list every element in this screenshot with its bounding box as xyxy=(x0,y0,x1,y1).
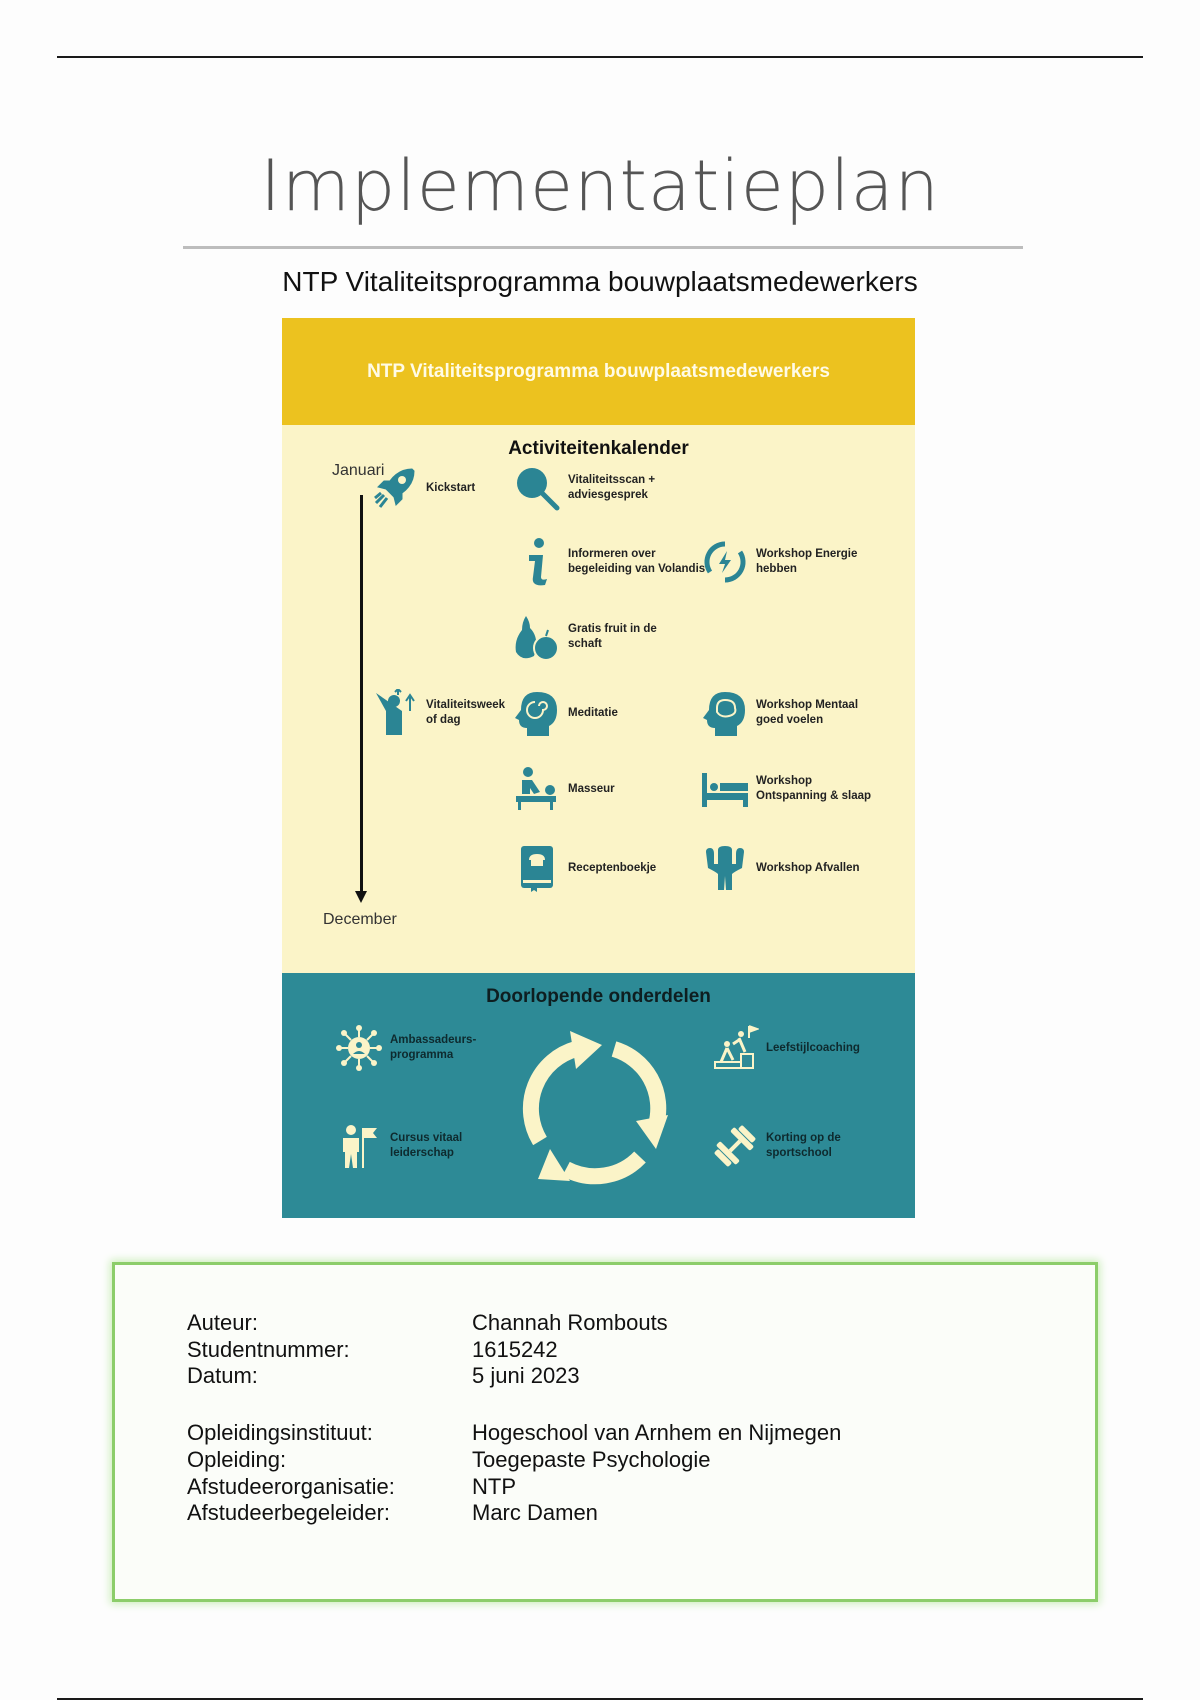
header-rule xyxy=(57,56,1143,58)
continuous-components: Doorlopende onderdelen Ambassadeurs- pro… xyxy=(282,973,915,1218)
item-ambassador-program: Ambassadeurs- programma xyxy=(334,1023,476,1073)
activity-label: Kickstart xyxy=(426,481,476,494)
item-label: Korting op de sportschool xyxy=(766,1132,841,1159)
cycle-arrows-icon xyxy=(522,1031,668,1185)
massage-icon xyxy=(512,764,562,814)
activity-free-fruit: Gratis fruit in de schaft xyxy=(512,612,657,662)
meta-value: Hogeschool van Arnhem en Nijmegen xyxy=(472,1420,842,1445)
item-label: Ambassadeurs- programma xyxy=(390,1034,477,1061)
meditation-head-icon xyxy=(512,688,562,738)
magnifier-icon xyxy=(512,463,562,513)
author-info-box: Auteur: Channah Rombouts Studentnummer: … xyxy=(112,1262,1098,1602)
activity-label: Vitaliteitsweek of dag xyxy=(426,699,506,726)
document-subtitle: NTP Vitaliteitsprogramma bouwplaatsmedew… xyxy=(282,266,918,297)
activity-workshop-weight-loss: Workshop Afvallen xyxy=(700,843,860,893)
document-title: Implementatieplan xyxy=(260,145,940,227)
meta-value: Marc Damen xyxy=(472,1500,598,1525)
info-icon xyxy=(512,537,562,587)
body-weight-icon xyxy=(700,843,750,893)
activity-label: Workshop Afvallen xyxy=(756,861,860,874)
end-month: December xyxy=(323,911,397,928)
fruit-icon xyxy=(512,612,562,662)
activity-calendar: Activiteitenkalender Januari December Ki… xyxy=(282,425,915,973)
meta-value: 5 juni 2023 xyxy=(472,1363,580,1388)
bed-icon xyxy=(700,764,750,814)
start-month: Januari xyxy=(332,462,385,479)
activity-label: Meditatie xyxy=(568,706,618,719)
energy-cycle-icon xyxy=(700,537,750,587)
title-underline xyxy=(183,246,1023,249)
continuous-title: Doorlopende onderdelen xyxy=(486,986,711,1007)
activity-vitality-scan: Vitaliteitsscan + adviesgesprek xyxy=(512,463,655,513)
meta-key: Studentnummer: xyxy=(187,1337,350,1362)
activity-meditation: Meditatie xyxy=(512,688,618,738)
coaching-climb-icon xyxy=(710,1023,760,1073)
activity-workshop-sleep: Workshop Ontspanning & slaap xyxy=(700,764,871,814)
dumbbell-icon xyxy=(710,1121,760,1171)
meta-value: NTP xyxy=(472,1474,516,1499)
activity-vitality-week: Vitaliteitsweek of dag xyxy=(370,688,505,738)
activity-masseur: Masseur xyxy=(512,764,615,814)
activity-label: Workshop Energie hebben xyxy=(756,548,858,575)
meta-key: Afstudeerbegeleider: xyxy=(187,1500,391,1525)
item-gym-discount: Korting op de sportschool xyxy=(710,1121,841,1171)
activity-label: Workshop Ontspanning & slaap xyxy=(756,775,872,802)
leader-flag-icon xyxy=(334,1121,384,1171)
activity-workshop-mental: Workshop Mentaal goed voelen xyxy=(700,688,858,738)
activity-workshop-energy: Workshop Energie hebben xyxy=(700,537,857,587)
activity-kickstart: Kickstart xyxy=(370,463,475,513)
meta-key: Datum: xyxy=(187,1363,258,1388)
meta-key: Afstudeerorganisatie: xyxy=(187,1474,395,1499)
activity-label: Gratis fruit in de schaft xyxy=(568,623,657,650)
activity-label: Vitaliteitsscan + adviesgesprek xyxy=(568,474,656,501)
rocket-icon xyxy=(370,463,420,513)
activity-label: Workshop Mentaal goed voelen xyxy=(756,699,859,726)
footer-rule xyxy=(57,1698,1143,1700)
cheering-person-icon xyxy=(370,688,420,738)
activity-label: Informeren over begeleiding van Volandis xyxy=(568,548,706,575)
timeline-line xyxy=(360,495,363,895)
meta-key: Opleiding: xyxy=(187,1447,287,1472)
meta-value: 1615242 xyxy=(472,1337,558,1362)
item-lifestyle-coaching: Leefstijlcoaching xyxy=(710,1023,860,1073)
network-person-icon xyxy=(334,1023,384,1073)
infographic-header: NTP Vitaliteitsprogramma bouwplaatsmedew… xyxy=(282,318,915,425)
activity-recipe-book: Receptenboekje xyxy=(512,843,656,893)
brain-head-icon xyxy=(700,688,750,738)
recipe-book-icon xyxy=(512,843,562,893)
item-label: Cursus vitaal leiderschap xyxy=(390,1132,463,1159)
activity-label: Receptenboekje xyxy=(568,861,657,874)
item-label: Leefstijlcoaching xyxy=(766,1041,860,1054)
activity-label: Masseur xyxy=(568,782,615,795)
item-vital-leadership-course: Cursus vitaal leiderschap xyxy=(334,1121,462,1171)
meta-key: Opleidingsinstituut: xyxy=(187,1420,373,1445)
calendar-title: Activiteitenkalender xyxy=(508,438,689,459)
timeline-arrow-icon xyxy=(355,891,367,903)
activity-inform-volandis: Informeren over begeleiding van Volandis xyxy=(512,537,705,587)
program-infographic: NTP Vitaliteitsprogramma bouwplaatsmedew… xyxy=(282,318,915,1218)
meta-value: Toegepaste Psychologie xyxy=(472,1447,711,1472)
meta-value: Channah Rombouts xyxy=(472,1310,668,1335)
meta-key: Auteur: xyxy=(187,1310,258,1335)
